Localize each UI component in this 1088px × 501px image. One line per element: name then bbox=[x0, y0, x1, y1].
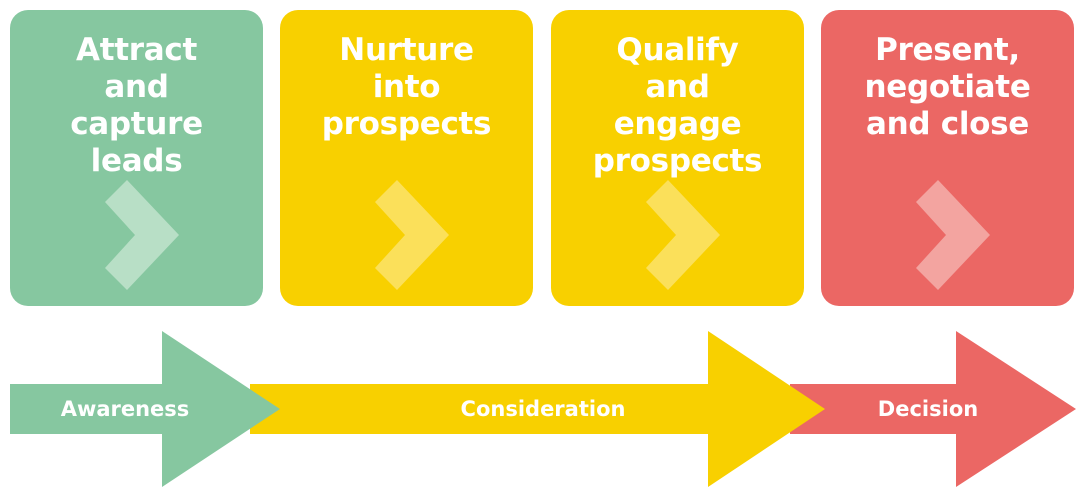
step-card-title: Nurture into prospects bbox=[321, 32, 492, 142]
chevron-right-icon bbox=[916, 180, 990, 290]
consideration-arrow bbox=[250, 331, 825, 487]
step-card-title: Present, negotiate and close bbox=[864, 32, 1031, 142]
stage-label-awareness: Awareness bbox=[61, 397, 190, 421]
stage-label-decision: Decision bbox=[878, 397, 978, 421]
step-card-close: Present, negotiate and close bbox=[821, 10, 1074, 306]
step-card-title: Qualify and engage prospects bbox=[592, 32, 763, 179]
step-card-attract: Attract and capture leads bbox=[10, 10, 263, 306]
decision-arrow bbox=[790, 331, 1076, 487]
step-card-title: Attract and capture leads bbox=[70, 32, 203, 179]
chevron-right-icon bbox=[105, 180, 179, 290]
step-card-qualify: Qualify and engage prospects bbox=[551, 10, 804, 306]
step-card-nurture: Nurture into prospects bbox=[280, 10, 533, 306]
awareness-arrow bbox=[10, 331, 280, 487]
chevron-right-icon bbox=[646, 180, 720, 290]
chevron-right-icon bbox=[375, 180, 449, 290]
stage-label-consideration: Consideration bbox=[461, 397, 626, 421]
